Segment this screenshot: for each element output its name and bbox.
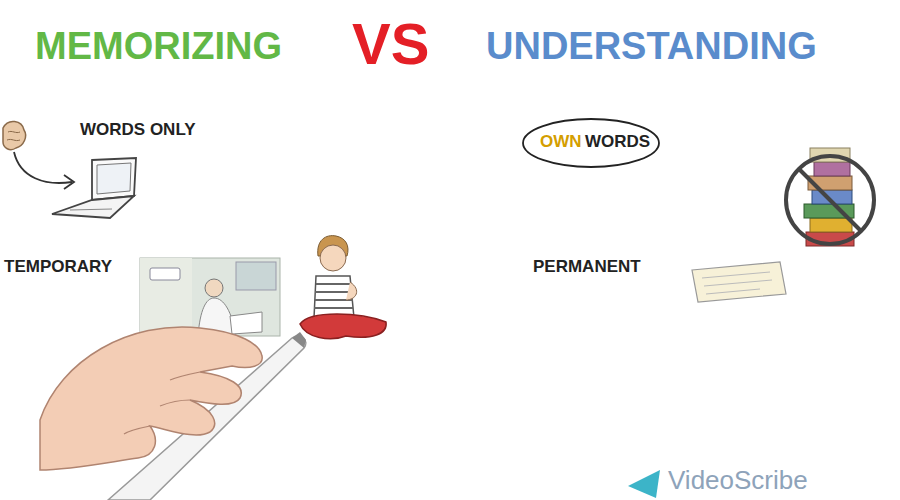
note-text: PERMANENT — [533, 258, 641, 277]
brain-icon — [3, 121, 26, 149]
study-scene-picture — [140, 258, 280, 336]
heading-vs: VS — [352, 12, 429, 76]
watermark: VideoScribe — [668, 466, 808, 495]
note-text: WORDS — [585, 133, 650, 152]
highlight-word: OWN — [540, 133, 582, 152]
heading-memorizing: MEMORIZING — [35, 26, 282, 68]
note-text: TEMPORARY — [4, 258, 112, 277]
logo-mark — [628, 470, 660, 498]
arrow-to-laptop — [14, 152, 74, 189]
note-card — [692, 262, 786, 302]
no-books-icon — [786, 148, 874, 246]
laptop-icon — [52, 158, 136, 218]
sitting-boy — [300, 236, 386, 339]
heading-understanding: UNDERSTANDING — [486, 26, 817, 68]
hand-with-marker — [40, 327, 306, 500]
note-text: WORDS ONLY — [80, 121, 196, 140]
circle-outline — [523, 119, 659, 167]
